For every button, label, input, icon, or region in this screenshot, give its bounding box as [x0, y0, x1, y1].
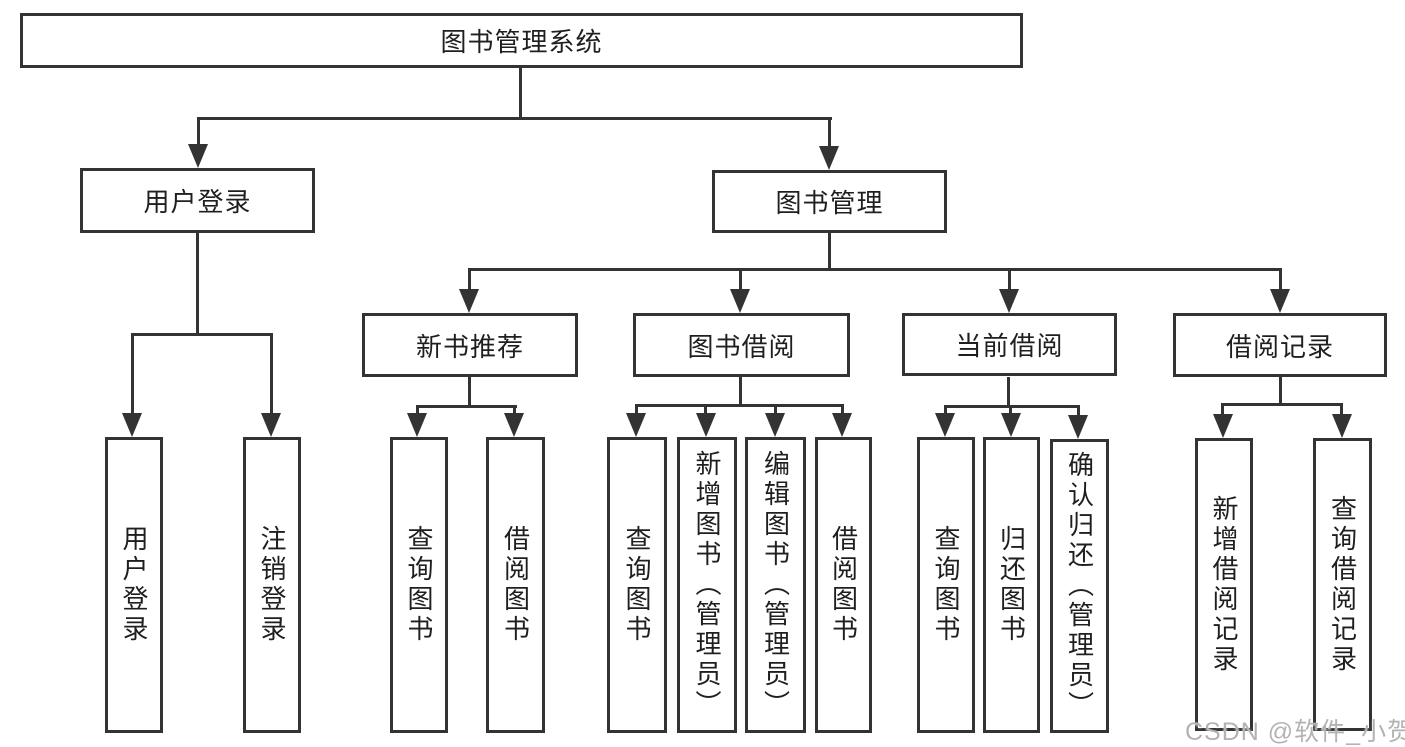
connector-drop-cb-confirm — [1077, 405, 1080, 415]
connector-drop-br-add — [1221, 403, 1224, 414]
connector-new-book-stem — [468, 377, 471, 408]
arrowhead-down-icon — [1270, 289, 1290, 313]
connector-book-mgmt-stem — [828, 233, 831, 271]
node-label: 图书借阅 — [687, 331, 796, 362]
connector-borrow-record-stem — [1279, 377, 1282, 406]
arrowhead-down-icon — [832, 413, 852, 437]
leaf-label: 查询借阅记录 — [1327, 494, 1358, 675]
connector-borrow-record-rail — [1221, 403, 1343, 406]
arrowhead-down-icon — [1068, 415, 1088, 439]
connector-drop-nb-query — [416, 405, 419, 415]
node-label: 用户登录 — [143, 187, 252, 217]
connector-drop-cb-return — [1009, 405, 1012, 415]
connector-drop-new-book — [468, 268, 471, 292]
leaf-query-book-under-book-borrow: 查询图书 — [607, 437, 667, 733]
connector-drop-borrow-record — [1279, 268, 1282, 292]
connector-drop-nb-borrow — [513, 405, 516, 415]
connector-drop-current-borrow — [1008, 268, 1011, 292]
connector-current-borrow-stem — [1007, 377, 1010, 408]
leaf-query-borrow-record: 查询借阅记录 — [1313, 438, 1372, 731]
node-label: 图书管理 — [775, 188, 884, 218]
connector-drop-bb-add — [704, 404, 707, 415]
connector-user-login-stem — [196, 233, 199, 336]
arrowhead-down-icon — [999, 289, 1019, 313]
leaf-return-book: 归还图书 — [983, 437, 1040, 733]
arrowhead-down-icon — [261, 413, 281, 437]
node-current-borrow: 当前借阅 — [902, 313, 1117, 376]
connector-drop-book-borrow — [739, 268, 742, 292]
connector-level1-rail — [197, 117, 832, 120]
arrowhead-down-icon — [504, 413, 524, 437]
connector-drop-bb-edit — [774, 404, 777, 415]
leaf-user-login: 用户登录 — [105, 437, 163, 733]
connector-drop-bb-query — [635, 404, 638, 415]
arrowhead-down-icon — [765, 413, 785, 437]
arrowhead-down-icon — [1001, 413, 1021, 437]
leaf-confirm-return-admin: 确认归还（管理员） — [1050, 439, 1109, 733]
arrowhead-down-icon — [1332, 414, 1352, 438]
connector-book-borrow-stem — [739, 377, 742, 407]
arrowhead-down-icon — [407, 413, 427, 437]
connector-drop-book-mgmt — [828, 117, 831, 149]
node-label: 新书推荐 — [415, 331, 524, 362]
leaf-edit-book-admin: 编辑图书（管理员） — [745, 437, 806, 733]
connector-drop-cb-query — [944, 405, 947, 415]
arrowhead-down-icon — [188, 144, 208, 168]
node-book-management: 图书管理 — [712, 170, 947, 233]
connector-drop-bb-borrow — [841, 404, 844, 415]
connector-drop-br-query — [1340, 403, 1343, 414]
leaf-label: 借阅图书 — [828, 525, 859, 645]
arrowhead-down-icon — [819, 146, 839, 170]
arrowhead-down-icon — [122, 413, 142, 437]
leaf-label: 用户登录 — [119, 525, 149, 645]
connector-new-book-rail — [416, 405, 517, 408]
connector-user-login-rail — [131, 333, 273, 336]
leaf-label: 编辑图书（管理员） — [760, 450, 791, 720]
node-label: 当前借阅 — [955, 331, 1064, 361]
leaf-label: 新增图书（管理员） — [692, 450, 722, 720]
node-borrow-record: 借阅记录 — [1173, 313, 1387, 377]
connector-drop-user-login — [197, 117, 200, 147]
leaf-label: 查询图书 — [622, 525, 652, 645]
node-book-borrow: 图书借阅 — [633, 313, 850, 377]
node-label: 借阅记录 — [1225, 331, 1334, 362]
arrowhead-down-icon — [626, 413, 646, 437]
node-label: 图书管理系统 — [440, 27, 603, 57]
arrowhead-down-icon — [696, 413, 716, 437]
leaf-add-book-admin: 新增图书（管理员） — [677, 437, 737, 733]
node-user-login: 用户登录 — [80, 168, 315, 233]
leaf-borrow-book-under-new-book: 借阅图书 — [486, 437, 545, 733]
csdn-watermark: CSDN @软件_小贺同学 — [1185, 718, 1405, 746]
connector-drop-ul-login — [131, 333, 134, 415]
leaf-label: 注销登录 — [257, 525, 287, 645]
node-new-book-recommend: 新书推荐 — [362, 313, 578, 377]
leaf-label: 查询图书 — [931, 525, 961, 645]
leaf-add-borrow-record: 新增借阅记录 — [1195, 438, 1253, 731]
node-root: 图书管理系统 — [20, 13, 1023, 68]
connector-book-borrow-rail — [635, 404, 844, 407]
leaf-label: 查询图书 — [404, 525, 434, 645]
leaf-borrow-book-under-book-borrow: 借阅图书 — [815, 437, 872, 733]
leaf-label: 确认归还（管理员） — [1064, 451, 1095, 721]
leaf-label: 借阅图书 — [500, 525, 531, 645]
connector-root-stem — [519, 68, 522, 120]
connector-current-borrow-rail — [944, 405, 1080, 408]
arrowhead-down-icon — [1213, 414, 1233, 438]
arrowhead-down-icon — [935, 413, 955, 437]
connector-drop-ul-logout — [270, 333, 273, 415]
leaf-label: 归还图书 — [996, 525, 1027, 645]
connector-level2-rail — [468, 268, 1282, 271]
leaf-query-book-under-new-book: 查询图书 — [390, 437, 448, 733]
leaf-label: 新增借阅记录 — [1209, 494, 1239, 675]
leaf-query-book-under-current-borrow: 查询图书 — [917, 437, 975, 733]
arrowhead-down-icon — [459, 289, 479, 313]
arrowhead-down-icon — [730, 289, 750, 313]
leaf-logout: 注销登录 — [243, 437, 301, 733]
